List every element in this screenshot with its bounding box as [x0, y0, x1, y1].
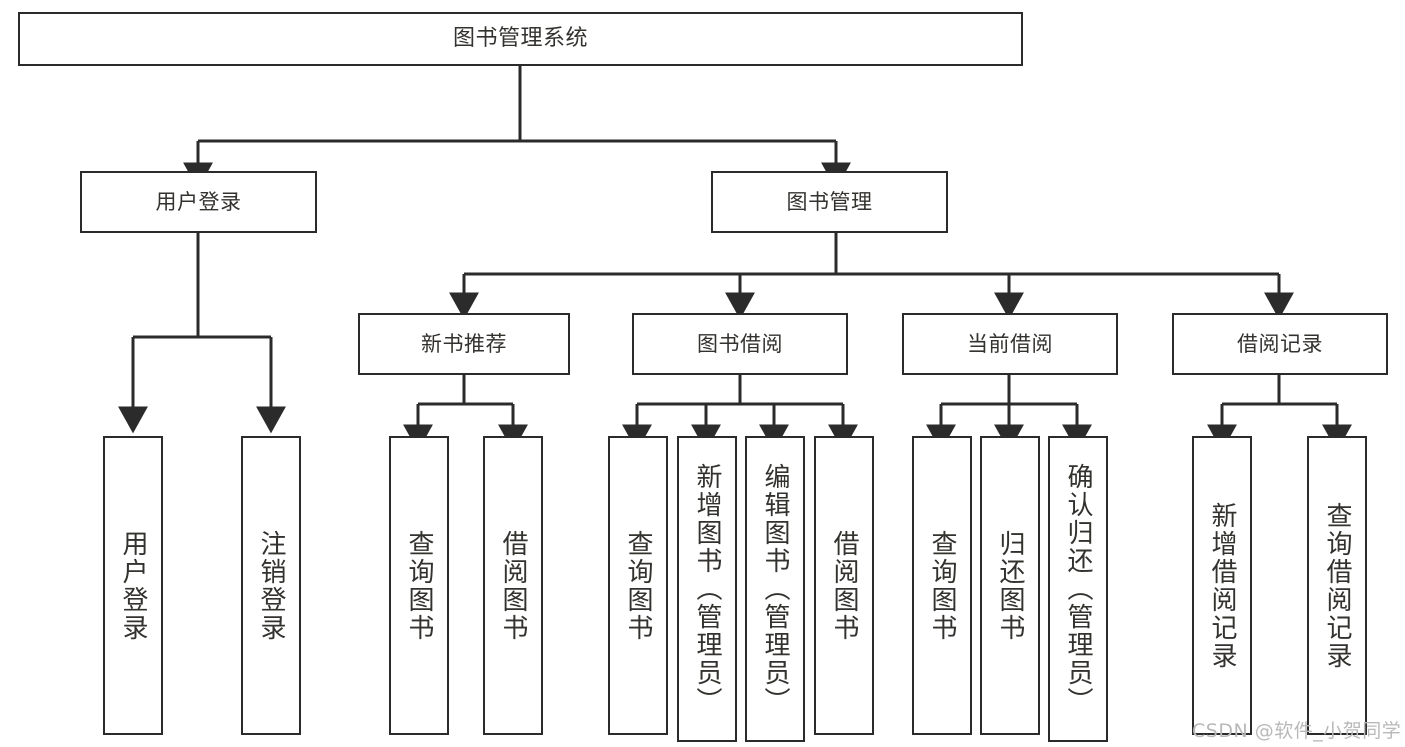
node-book-borrow[interactable]: 图书借阅: [632, 313, 848, 375]
node-user-login[interactable]: 用户登录: [80, 171, 317, 233]
node-borrow-record[interactable]: 借阅记录: [1172, 313, 1388, 375]
leaf-borrow-edit-book-admin[interactable]: 编辑图书（管理员）: [745, 436, 805, 742]
leaf-borrow-query-book-label: 查询图书: [623, 529, 653, 642]
node-new-book-recommend[interactable]: 新书推荐: [358, 313, 570, 375]
leaf-current-confirm-return-admin[interactable]: 确认归还（管理员）: [1048, 436, 1108, 742]
leaf-borrow-borrow-book-label: 借阅图书: [829, 529, 859, 642]
leaf-user-login-signin[interactable]: 用户登录: [103, 436, 163, 735]
node-borrow-record-label: 借阅记录: [1237, 331, 1323, 356]
node-root-system[interactable]: 图书管理系统: [18, 12, 1023, 66]
node-new-book-recommend-label: 新书推荐: [421, 331, 507, 356]
leaf-current-return-book-label: 归还图书: [995, 529, 1025, 642]
leaf-user-login-signin-label: 用户登录: [118, 529, 148, 642]
node-book-management-label: 图书管理: [786, 189, 873, 214]
leaf-user-login-signout[interactable]: 注销登录: [241, 436, 301, 735]
leaf-borrow-add-book-admin[interactable]: 新增图书（管理员）: [677, 436, 737, 742]
leaf-borrow-query-book[interactable]: 查询图书: [608, 436, 668, 735]
node-book-management[interactable]: 图书管理: [711, 171, 948, 233]
leaf-newbook-borrow-book[interactable]: 借阅图书: [483, 436, 543, 735]
leaf-borrow-borrow-book[interactable]: 借阅图书: [814, 436, 874, 735]
leaf-current-query-book[interactable]: 查询图书: [912, 436, 972, 735]
node-book-borrow-label: 图书借阅: [697, 331, 783, 356]
leaf-borrow-edit-book-admin-label: 编辑图书（管理员）: [760, 463, 790, 715]
leaf-record-add-record-label: 新增借阅记录: [1207, 501, 1237, 670]
node-user-login-label: 用户登录: [155, 189, 242, 214]
leaf-newbook-query-book[interactable]: 查询图书: [389, 436, 449, 735]
node-current-borrow-label: 当前借阅: [967, 331, 1053, 356]
node-root-system-label: 图书管理系统: [452, 26, 588, 51]
leaf-newbook-query-book-label: 查询图书: [404, 529, 434, 642]
leaf-record-query-record[interactable]: 查询借阅记录: [1307, 436, 1367, 735]
leaf-borrow-add-book-admin-label: 新增图书（管理员）: [692, 463, 722, 715]
leaf-record-add-record[interactable]: 新增借阅记录: [1192, 436, 1252, 735]
leaf-current-return-book[interactable]: 归还图书: [980, 436, 1040, 735]
leaf-current-confirm-return-admin-label: 确认归还（管理员）: [1063, 463, 1093, 715]
csdn-watermark: CSDN @软件_小贺同学: [1192, 720, 1402, 742]
leaf-user-login-signout-label: 注销登录: [256, 529, 286, 642]
node-current-borrow[interactable]: 当前借阅: [902, 313, 1118, 375]
leaf-record-query-record-label: 查询借阅记录: [1322, 501, 1352, 670]
leaf-newbook-borrow-book-label: 借阅图书: [498, 529, 528, 642]
leaf-current-query-book-label: 查询图书: [927, 529, 957, 642]
